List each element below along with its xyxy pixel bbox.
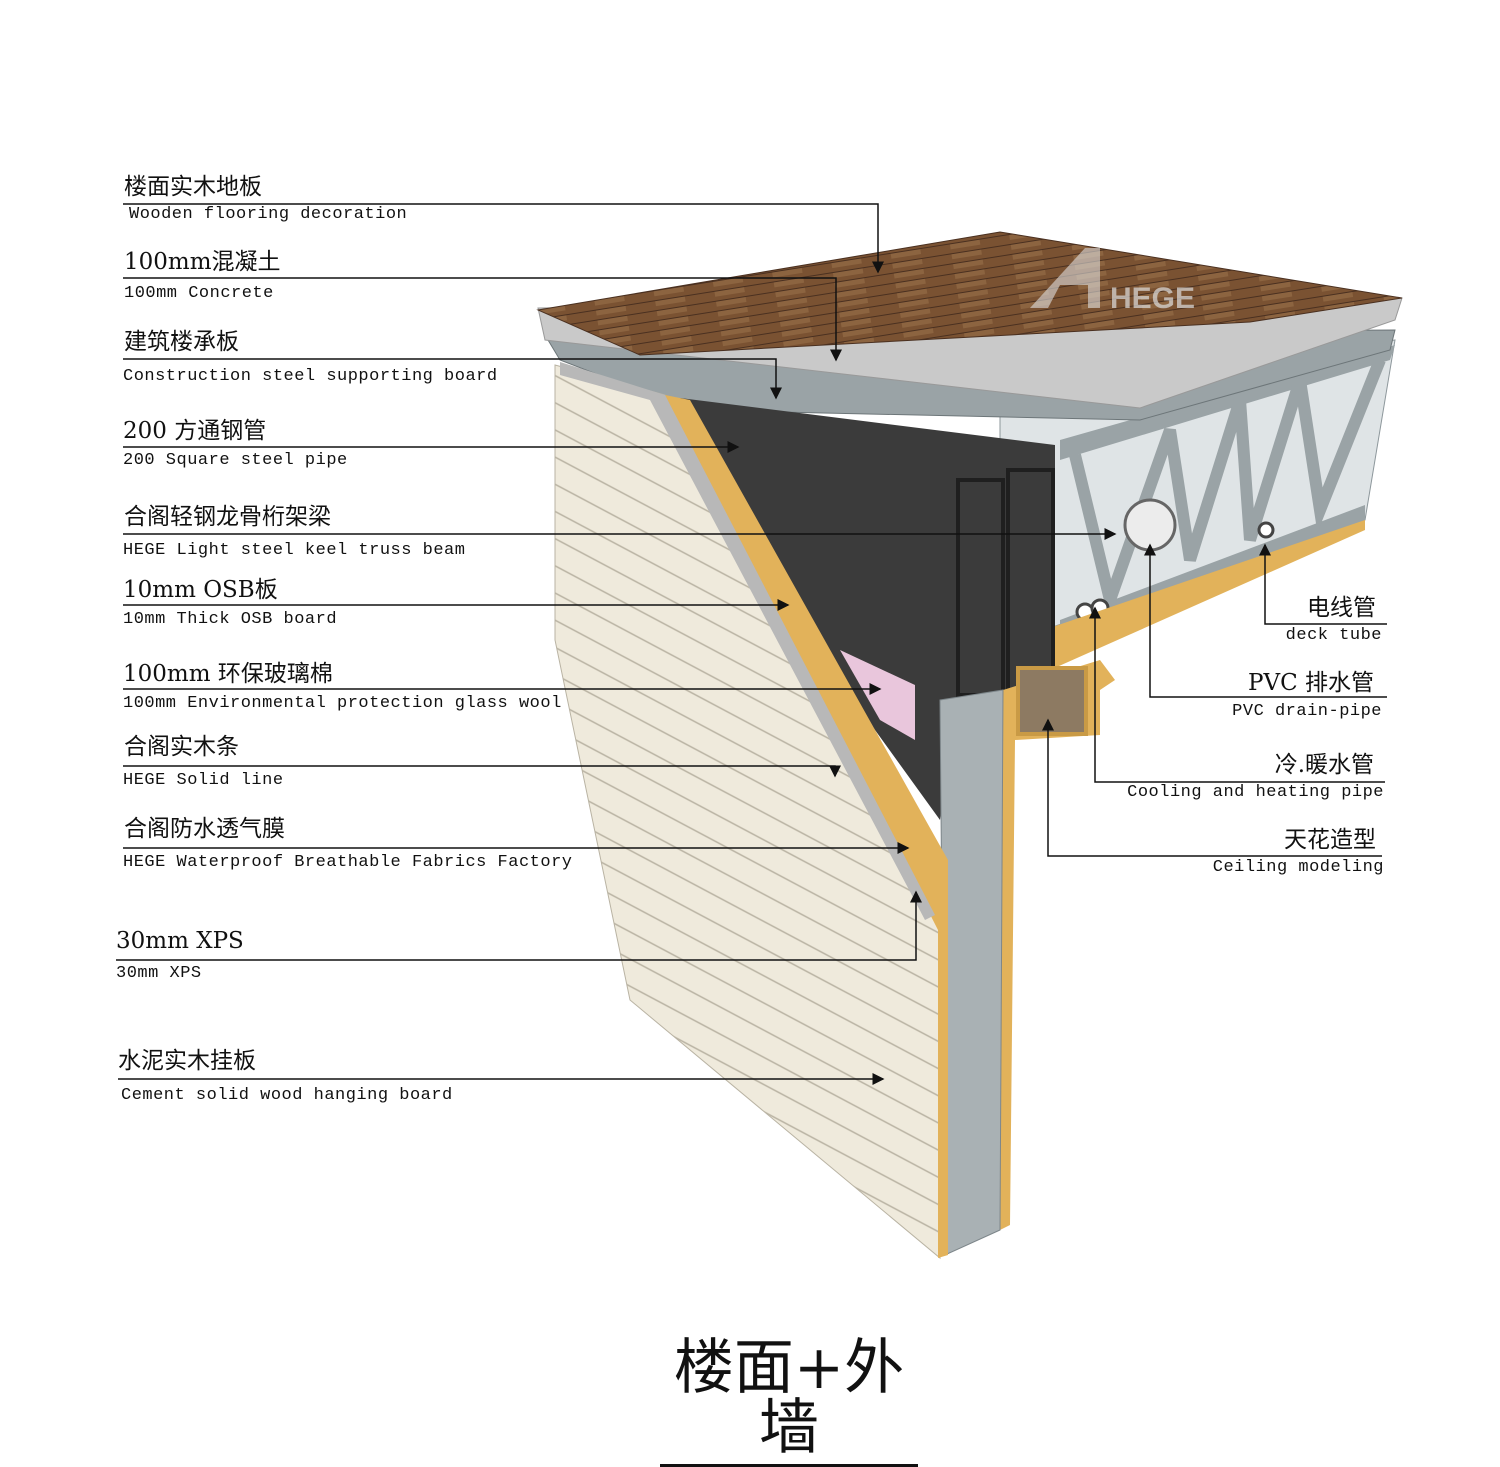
label-ceiling-cn: 天花造型 bbox=[1284, 827, 1376, 853]
label-cooling-en: Cooling and heating pipe bbox=[1127, 783, 1384, 802]
label-glass-wool-cn: 100mm 环保玻璃棉 bbox=[123, 661, 333, 687]
logo-text: HEGE bbox=[1110, 282, 1195, 315]
label-osb-en: 10mm Thick OSB board bbox=[123, 610, 338, 629]
label-wooden-flooring-cn: 楼面实木地板 bbox=[124, 174, 262, 200]
label-pvc-en: PVC drain-pipe bbox=[1232, 702, 1382, 721]
label-concrete-cn: 100mm混凝土 bbox=[124, 249, 281, 275]
label-wooden-flooring-en: Wooden flooring decoration bbox=[129, 205, 408, 224]
label-pvc-cn: PVC 排水管 bbox=[1248, 670, 1374, 696]
wood-floor bbox=[536, 231, 1403, 356]
label-truss-beam-en: HEGE Light steel keel truss beam bbox=[123, 541, 466, 560]
square-steel-pipe bbox=[680, 398, 1055, 820]
label-solid-line-cn: 合阁实木条 bbox=[124, 734, 239, 760]
osb-board bbox=[665, 395, 948, 1258]
label-steel-deck-cn: 建筑楼承板 bbox=[124, 329, 239, 355]
label-square-pipe-en: 200 Square steel pipe bbox=[123, 451, 348, 470]
hege-logo bbox=[1030, 248, 1100, 308]
label-xps-cn: 30mm XPS bbox=[116, 928, 244, 954]
diagram-title: 楼面+外墙 bbox=[660, 1338, 918, 1467]
steel-stud-column bbox=[939, 689, 1004, 1256]
label-membrane-en: HEGE Waterproof Breathable Fabrics Facto… bbox=[123, 853, 573, 872]
label-cladding-en: Cement solid wood hanging board bbox=[121, 1086, 453, 1105]
deck-tube bbox=[1257, 521, 1275, 539]
label-xps-en: 30mm XPS bbox=[116, 964, 202, 983]
label-solid-line-en: HEGE Solid line bbox=[123, 771, 284, 790]
label-truss-beam-cn: 合阁轻钢龙骨桁架梁 bbox=[124, 504, 331, 530]
glass-wool bbox=[840, 650, 915, 740]
label-membrane-cn: 合阁防水透气膜 bbox=[124, 816, 285, 842]
label-concrete-en: 100mm Concrete bbox=[124, 284, 274, 303]
label-cooling-cn: 冷.暖水管 bbox=[1274, 752, 1374, 778]
leader-lines bbox=[116, 203, 1387, 1085]
wall-floor-section-illustration: HEGE bbox=[116, 203, 1403, 1260]
label-glass-wool-en: 100mm Environmental protection glass woo… bbox=[123, 694, 562, 713]
label-square-pipe-cn: 200 方通钢管 bbox=[123, 418, 267, 444]
label-osb-cn: 10mm OSB板 bbox=[123, 577, 278, 603]
pvc-drain-pipe bbox=[1123, 498, 1177, 552]
label-deck-tube-cn: 电线管 bbox=[1307, 595, 1376, 621]
xps-layer bbox=[560, 362, 935, 920]
label-steel-deck-en: Construction steel supporting board bbox=[123, 367, 498, 386]
label-cladding-cn: 水泥实木挂板 bbox=[118, 1048, 256, 1074]
label-ceiling-en: Ceiling modeling bbox=[1212, 858, 1384, 877]
label-deck-tube-en: deck tube bbox=[1285, 626, 1382, 645]
ceiling-modeling bbox=[1000, 660, 1115, 1230]
